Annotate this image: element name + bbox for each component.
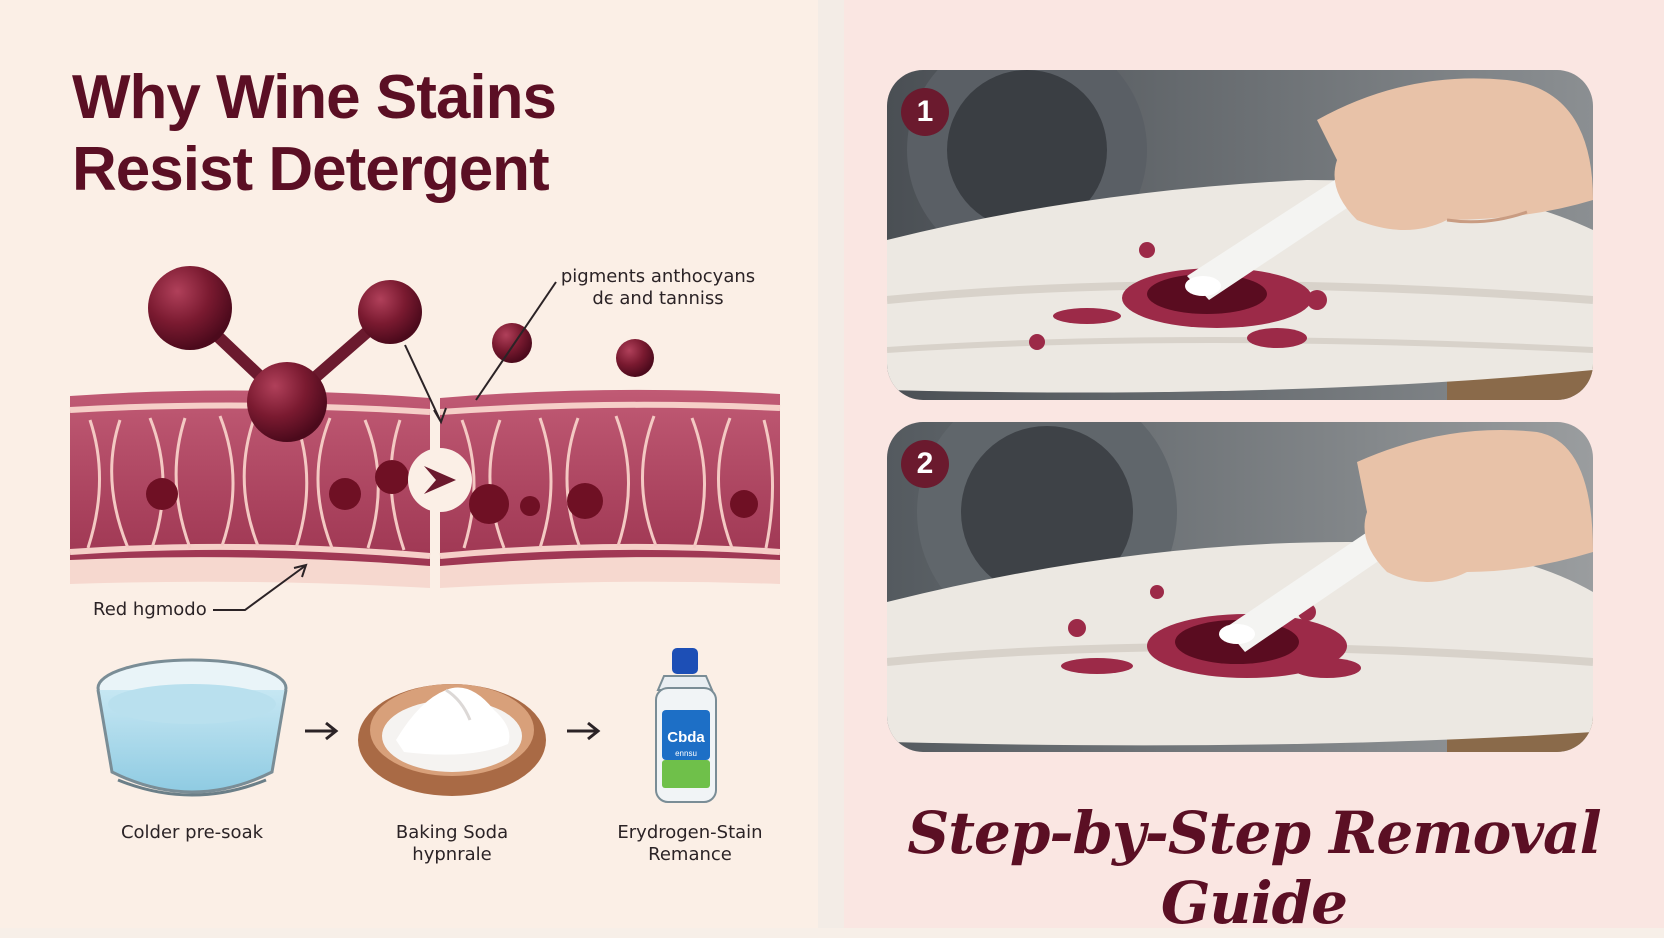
step-caption-3: Erydrogen-Stain Remance	[617, 822, 763, 865]
fiber-callout: Red hgmodo	[93, 599, 207, 620]
water-bowl-icon	[96, 658, 288, 797]
baking-soda-dish-icon	[358, 684, 546, 796]
step-2-badge: 2	[901, 440, 949, 488]
pigment-particle	[616, 339, 654, 377]
guide-title: Step-by-Step Removal Guide	[907, 799, 1601, 937]
infographic-title: Why Wine Stains Resist Detergent	[72, 62, 752, 206]
bottle-label: Cbda	[667, 729, 705, 746]
step-1-badge: 1	[901, 88, 949, 136]
step-caption-1: Colder pre-soak	[120, 822, 264, 843]
step-caption-2: Baking Soda hypnrale	[395, 822, 509, 865]
pigment-particle	[492, 323, 532, 363]
fiber-molecule-diagram: Cbda ennsu	[69, 266, 781, 803]
callout-line	[213, 565, 306, 611]
title-line-1: Why Wine Stains	[72, 63, 557, 132]
stain-remover-bottle-icon: Cbda ennsu	[655, 648, 717, 803]
callout-line	[475, 281, 557, 401]
stain-treatment-illustration	[887, 422, 1593, 752]
penetration-arrow-icon	[424, 466, 456, 494]
callout-arrowhead	[293, 563, 308, 578]
step-1-photo: 1	[887, 70, 1593, 400]
fiber-block-left	[69, 390, 431, 588]
callout-arrowhead	[433, 407, 447, 425]
pigment-molecule	[148, 266, 422, 442]
step-2-photo: 2	[887, 422, 1593, 752]
bottle-sublabel: ennsu	[675, 749, 697, 758]
callout-line	[404, 344, 441, 421]
panel-divider	[818, 0, 844, 928]
pigments-callout: pigments anthocyans dє and tanniss	[560, 266, 756, 309]
title-line-2: Resist Detergent	[72, 135, 550, 204]
stain-application-illustration	[887, 70, 1593, 400]
fiber-block-right	[439, 389, 781, 588]
